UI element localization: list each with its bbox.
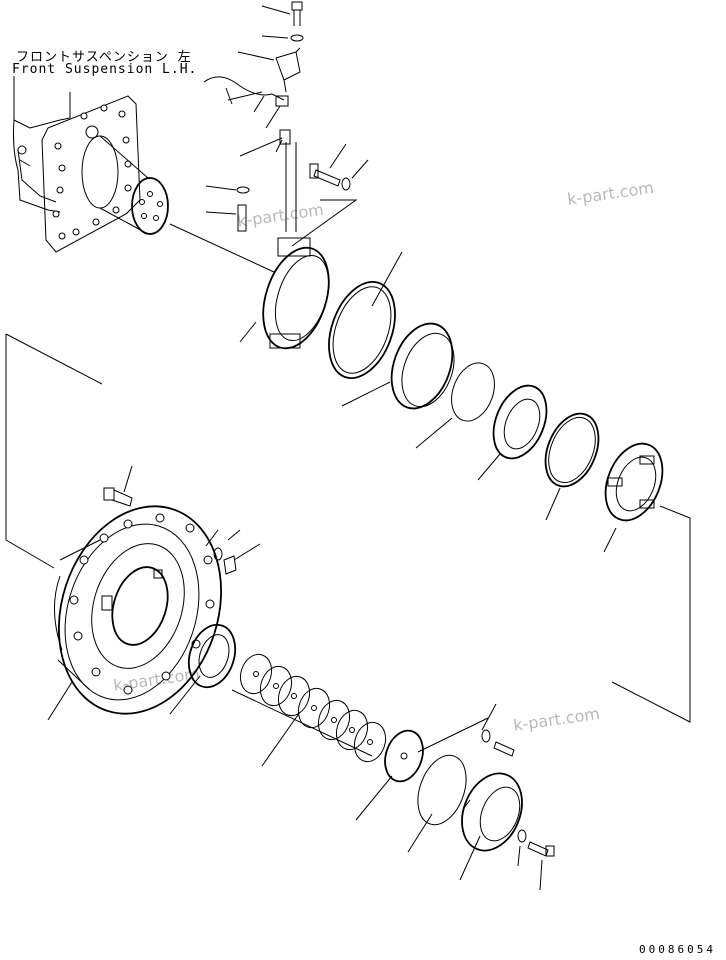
leader-lines <box>5 5 691 891</box>
brake-cover <box>461 772 523 852</box>
suspension-housing <box>13 76 169 253</box>
bearing-outer <box>604 442 664 522</box>
wheel-hub <box>53 505 222 715</box>
sensor-bracket-group <box>203 1 351 232</box>
pressure-plate <box>384 729 424 783</box>
oil-seal <box>187 623 237 689</box>
cover-bolt-upper <box>481 729 515 757</box>
cover-o-ring <box>417 754 467 826</box>
hub-stud-bolt <box>103 487 133 507</box>
bearing-cone <box>492 384 548 460</box>
o-ring-large <box>328 281 396 379</box>
o-ring-small <box>451 362 495 422</box>
front-suspension-label-en: Front Suspension L.H. <box>12 62 198 77</box>
drawing-number: 00086054 <box>639 943 716 956</box>
hub-washer-nut <box>213 547 237 575</box>
brake-disc-stack <box>239 653 387 763</box>
snap-ring <box>544 412 600 488</box>
cover-bolt-lower <box>517 829 555 857</box>
front-suspension-label-jp: フロントサスペンション 左 <box>16 50 192 65</box>
seal-ring <box>390 322 455 410</box>
brake-ring-carrier <box>262 237 330 350</box>
